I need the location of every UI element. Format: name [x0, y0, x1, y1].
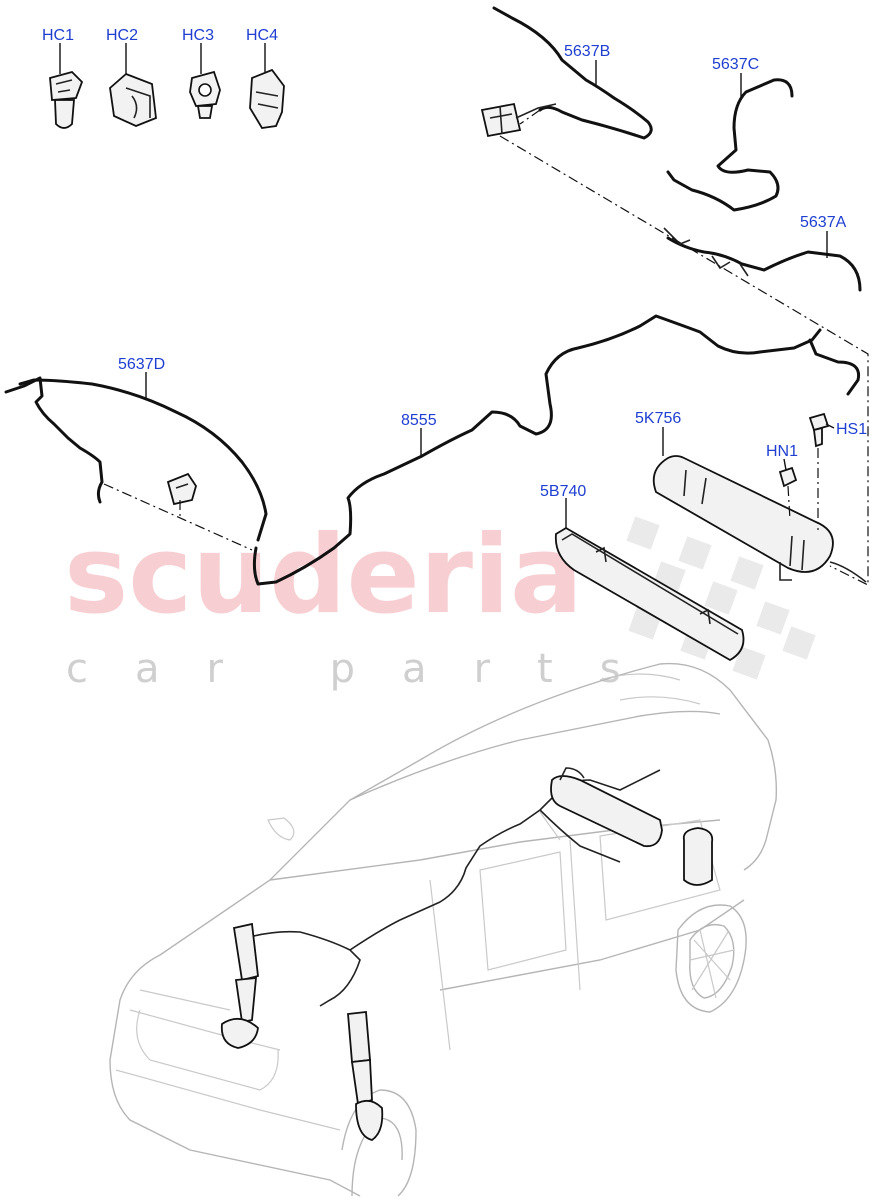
- connectors-upper-right: [515, 103, 749, 277]
- vehicle-outline: [109, 662, 778, 1197]
- pipe-5637c-part: [666, 78, 794, 212]
- callout-hs1: HS1: [836, 421, 867, 438]
- callout-5b740: 5B740: [540, 483, 586, 500]
- installed-strut-front-right: [347, 1011, 384, 1141]
- axis-line-upper-right: [499, 135, 869, 586]
- callout-hc1: HC1: [42, 27, 74, 44]
- pipe-5637a-part: [666, 236, 862, 292]
- leaders-upper-right: [595, 60, 828, 258]
- screw-hs1-part: [808, 412, 830, 448]
- clip-hc4-part: [249, 68, 285, 129]
- callout-5k756: 5K756: [635, 410, 681, 427]
- callout-hc4: HC4: [246, 27, 278, 44]
- axis-line-upper-branch: [519, 109, 541, 125]
- callout-hc3: HC3: [182, 27, 214, 44]
- nut-hn1-part: [778, 466, 798, 488]
- reservoir-cover-5b740-part: [554, 526, 745, 662]
- axis-line-hn1: [787, 485, 791, 521]
- clip-hc1-part: [49, 70, 84, 129]
- callout-5637c: 5637C: [712, 56, 759, 73]
- leader-hs1: [825, 423, 835, 429]
- callout-labels: HC1 HC2 HC3 HC4 5637B 5637C 5637A 5637D …: [42, 27, 867, 500]
- callout-5637a: 5637A: [800, 214, 847, 231]
- pipe-8555-part: [252, 314, 861, 586]
- callout-hn1: HN1: [766, 443, 798, 460]
- pipe-5637b-part: [492, 6, 653, 140]
- clip-hc3-part: [189, 70, 221, 119]
- installed-reservoir: [550, 767, 663, 848]
- pipe-5637d-part: [4, 376, 268, 542]
- installed-strut-rear: [682, 827, 714, 886]
- watermark-brand: scuderia: [64, 513, 583, 638]
- installed-strut-front-left: [220, 922, 259, 1049]
- callout-hc2: HC2: [106, 27, 138, 44]
- clip-hc2-part: [109, 72, 157, 127]
- callout-8555: 8555: [401, 412, 437, 429]
- leaders-top-left: [59, 43, 266, 74]
- leader-hn1: [783, 458, 787, 471]
- axis-line-left: [103, 483, 253, 551]
- valve-block-part: [480, 102, 522, 138]
- watermark-tagline: car parts: [66, 646, 668, 692]
- air-reservoir-5k756-part: [652, 455, 867, 583]
- callout-5637b: 5637B: [564, 43, 610, 60]
- watermark: scuderia car parts: [64, 513, 816, 692]
- bracket-left-part: [166, 472, 197, 506]
- callout-5637d: 5637D: [118, 356, 165, 373]
